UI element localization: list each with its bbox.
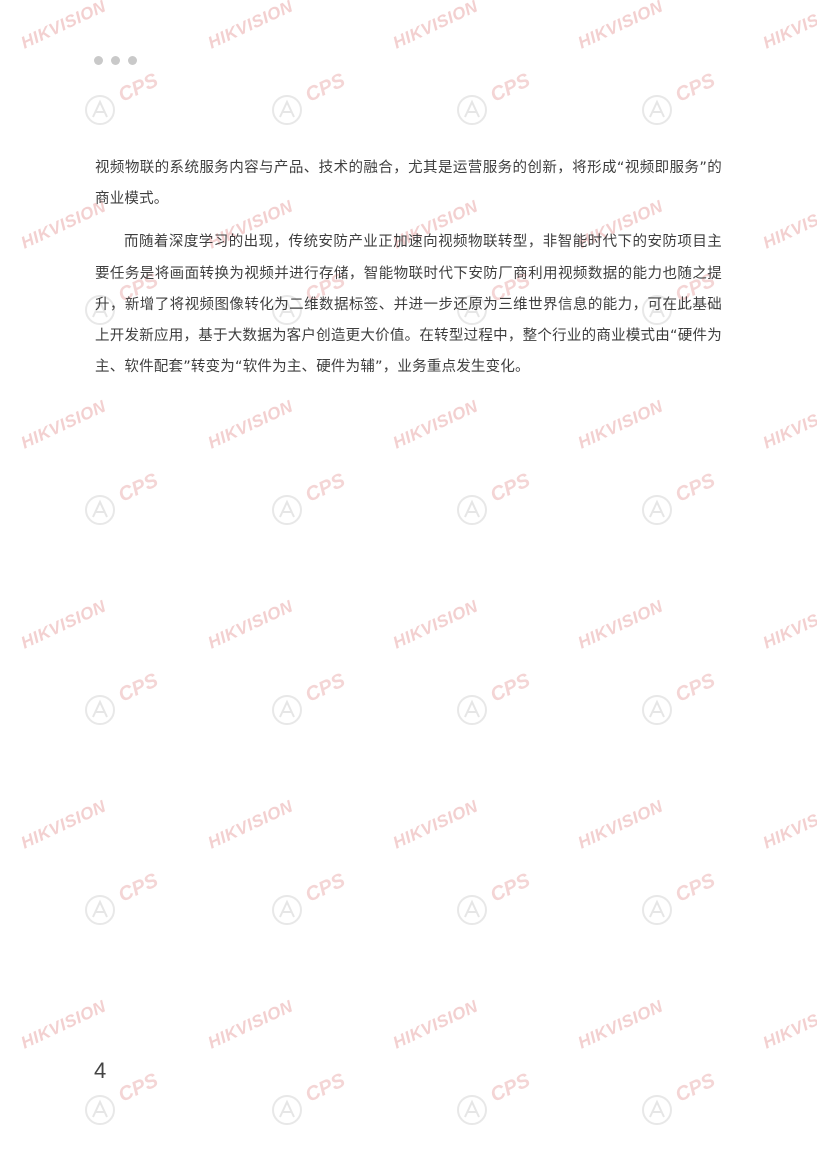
watermark-cps: CPS: [302, 869, 349, 907]
seal-icon: [85, 1095, 115, 1125]
watermark-cps: CPS: [115, 869, 162, 907]
seal-icon: [457, 895, 487, 925]
watermark-brand: HIKVISION: [575, 396, 666, 453]
watermark-brand: HIKVISION: [390, 0, 481, 53]
watermark-cps: CPS: [487, 1069, 534, 1107]
dot-icon: [128, 56, 137, 65]
watermark-brand: HIKVISION: [205, 596, 296, 653]
watermark-cps: CPS: [487, 869, 534, 907]
dot-icon: [94, 56, 103, 65]
body-text: 视频物联的系统服务内容与产品、技术的融合，尤其是运营服务的创新，将形成“视频即服…: [95, 153, 722, 383]
dot-icon: [111, 56, 120, 65]
seal-icon: [642, 95, 672, 125]
seal-icon: [85, 695, 115, 725]
watermark-cps: CPS: [487, 669, 534, 707]
seal-icon: [272, 95, 302, 125]
watermark-brand: HIKVISION: [760, 396, 817, 453]
paragraph: 视频物联的系统服务内容与产品、技术的融合，尤其是运营服务的创新，将形成“视频即服…: [95, 160, 722, 208]
watermark-cps: CPS: [115, 469, 162, 507]
seal-icon: [85, 895, 115, 925]
watermark-brand: HIKVISION: [18, 596, 109, 653]
watermark-brand: HIKVISION: [390, 996, 481, 1053]
watermark-brand: HIKVISION: [390, 796, 481, 853]
seal-icon: [642, 495, 672, 525]
seal-icon: [457, 695, 487, 725]
watermark-brand: HIKVISION: [18, 396, 109, 453]
watermark-brand: HIKVISION: [18, 796, 109, 853]
seal-icon: [272, 495, 302, 525]
seal-icon: [457, 95, 487, 125]
watermark-cps: CPS: [672, 469, 719, 507]
watermark-cps: CPS: [487, 469, 534, 507]
watermark-cps: CPS: [302, 69, 349, 107]
watermark-cps: CPS: [115, 669, 162, 707]
watermark-cps: CPS: [487, 69, 534, 107]
seal-icon: [272, 895, 302, 925]
seal-icon: [85, 95, 115, 125]
watermark-brand: HIKVISION: [390, 396, 481, 453]
seal-icon: [457, 1095, 487, 1125]
seal-icon: [272, 1095, 302, 1125]
watermark-brand: HIKVISION: [390, 596, 481, 653]
watermark-brand: HIKVISION: [760, 0, 817, 53]
watermark-brand: HIKVISION: [205, 796, 296, 853]
seal-icon: [457, 495, 487, 525]
watermark-cps: CPS: [115, 1069, 162, 1107]
watermark-brand: HIKVISION: [205, 996, 296, 1053]
watermark-brand: HIKVISION: [205, 396, 296, 453]
watermark-brand: HIKVISION: [575, 996, 666, 1053]
watermark-cps: CPS: [672, 1069, 719, 1107]
watermark-brand: HIKVISION: [205, 0, 296, 53]
watermark-cps: CPS: [302, 1069, 349, 1107]
watermark-cps: CPS: [302, 669, 349, 707]
watermark-brand: HIKVISION: [18, 996, 109, 1053]
watermark-cps: CPS: [672, 869, 719, 907]
watermark-brand: HIKVISION: [18, 0, 109, 53]
watermark-brand: HIKVISION: [575, 596, 666, 653]
watermark-brand: HIKVISION: [760, 996, 817, 1053]
watermark-brand: HIKVISION: [575, 0, 666, 53]
watermark-brand: HIKVISION: [760, 196, 817, 253]
seal-icon: [272, 695, 302, 725]
seal-icon: [642, 895, 672, 925]
watermark-brand: HIKVISION: [575, 796, 666, 853]
header-dots: [94, 56, 137, 65]
paragraph: 而随着深度学习的出现，传统安防产业正加速向视频物联转型，非智能时代下的安防项目主…: [95, 234, 722, 376]
watermark-cps: CPS: [302, 469, 349, 507]
watermark-brand: HIKVISION: [760, 596, 817, 653]
watermark-cps: CPS: [672, 669, 719, 707]
page-number: 4: [94, 1058, 107, 1083]
seal-icon: [642, 695, 672, 725]
watermark-brand: HIKVISION: [760, 796, 817, 853]
seal-icon: [642, 1095, 672, 1125]
seal-icon: [85, 495, 115, 525]
watermark-cps: CPS: [672, 69, 719, 107]
watermark-cps: CPS: [115, 69, 162, 107]
